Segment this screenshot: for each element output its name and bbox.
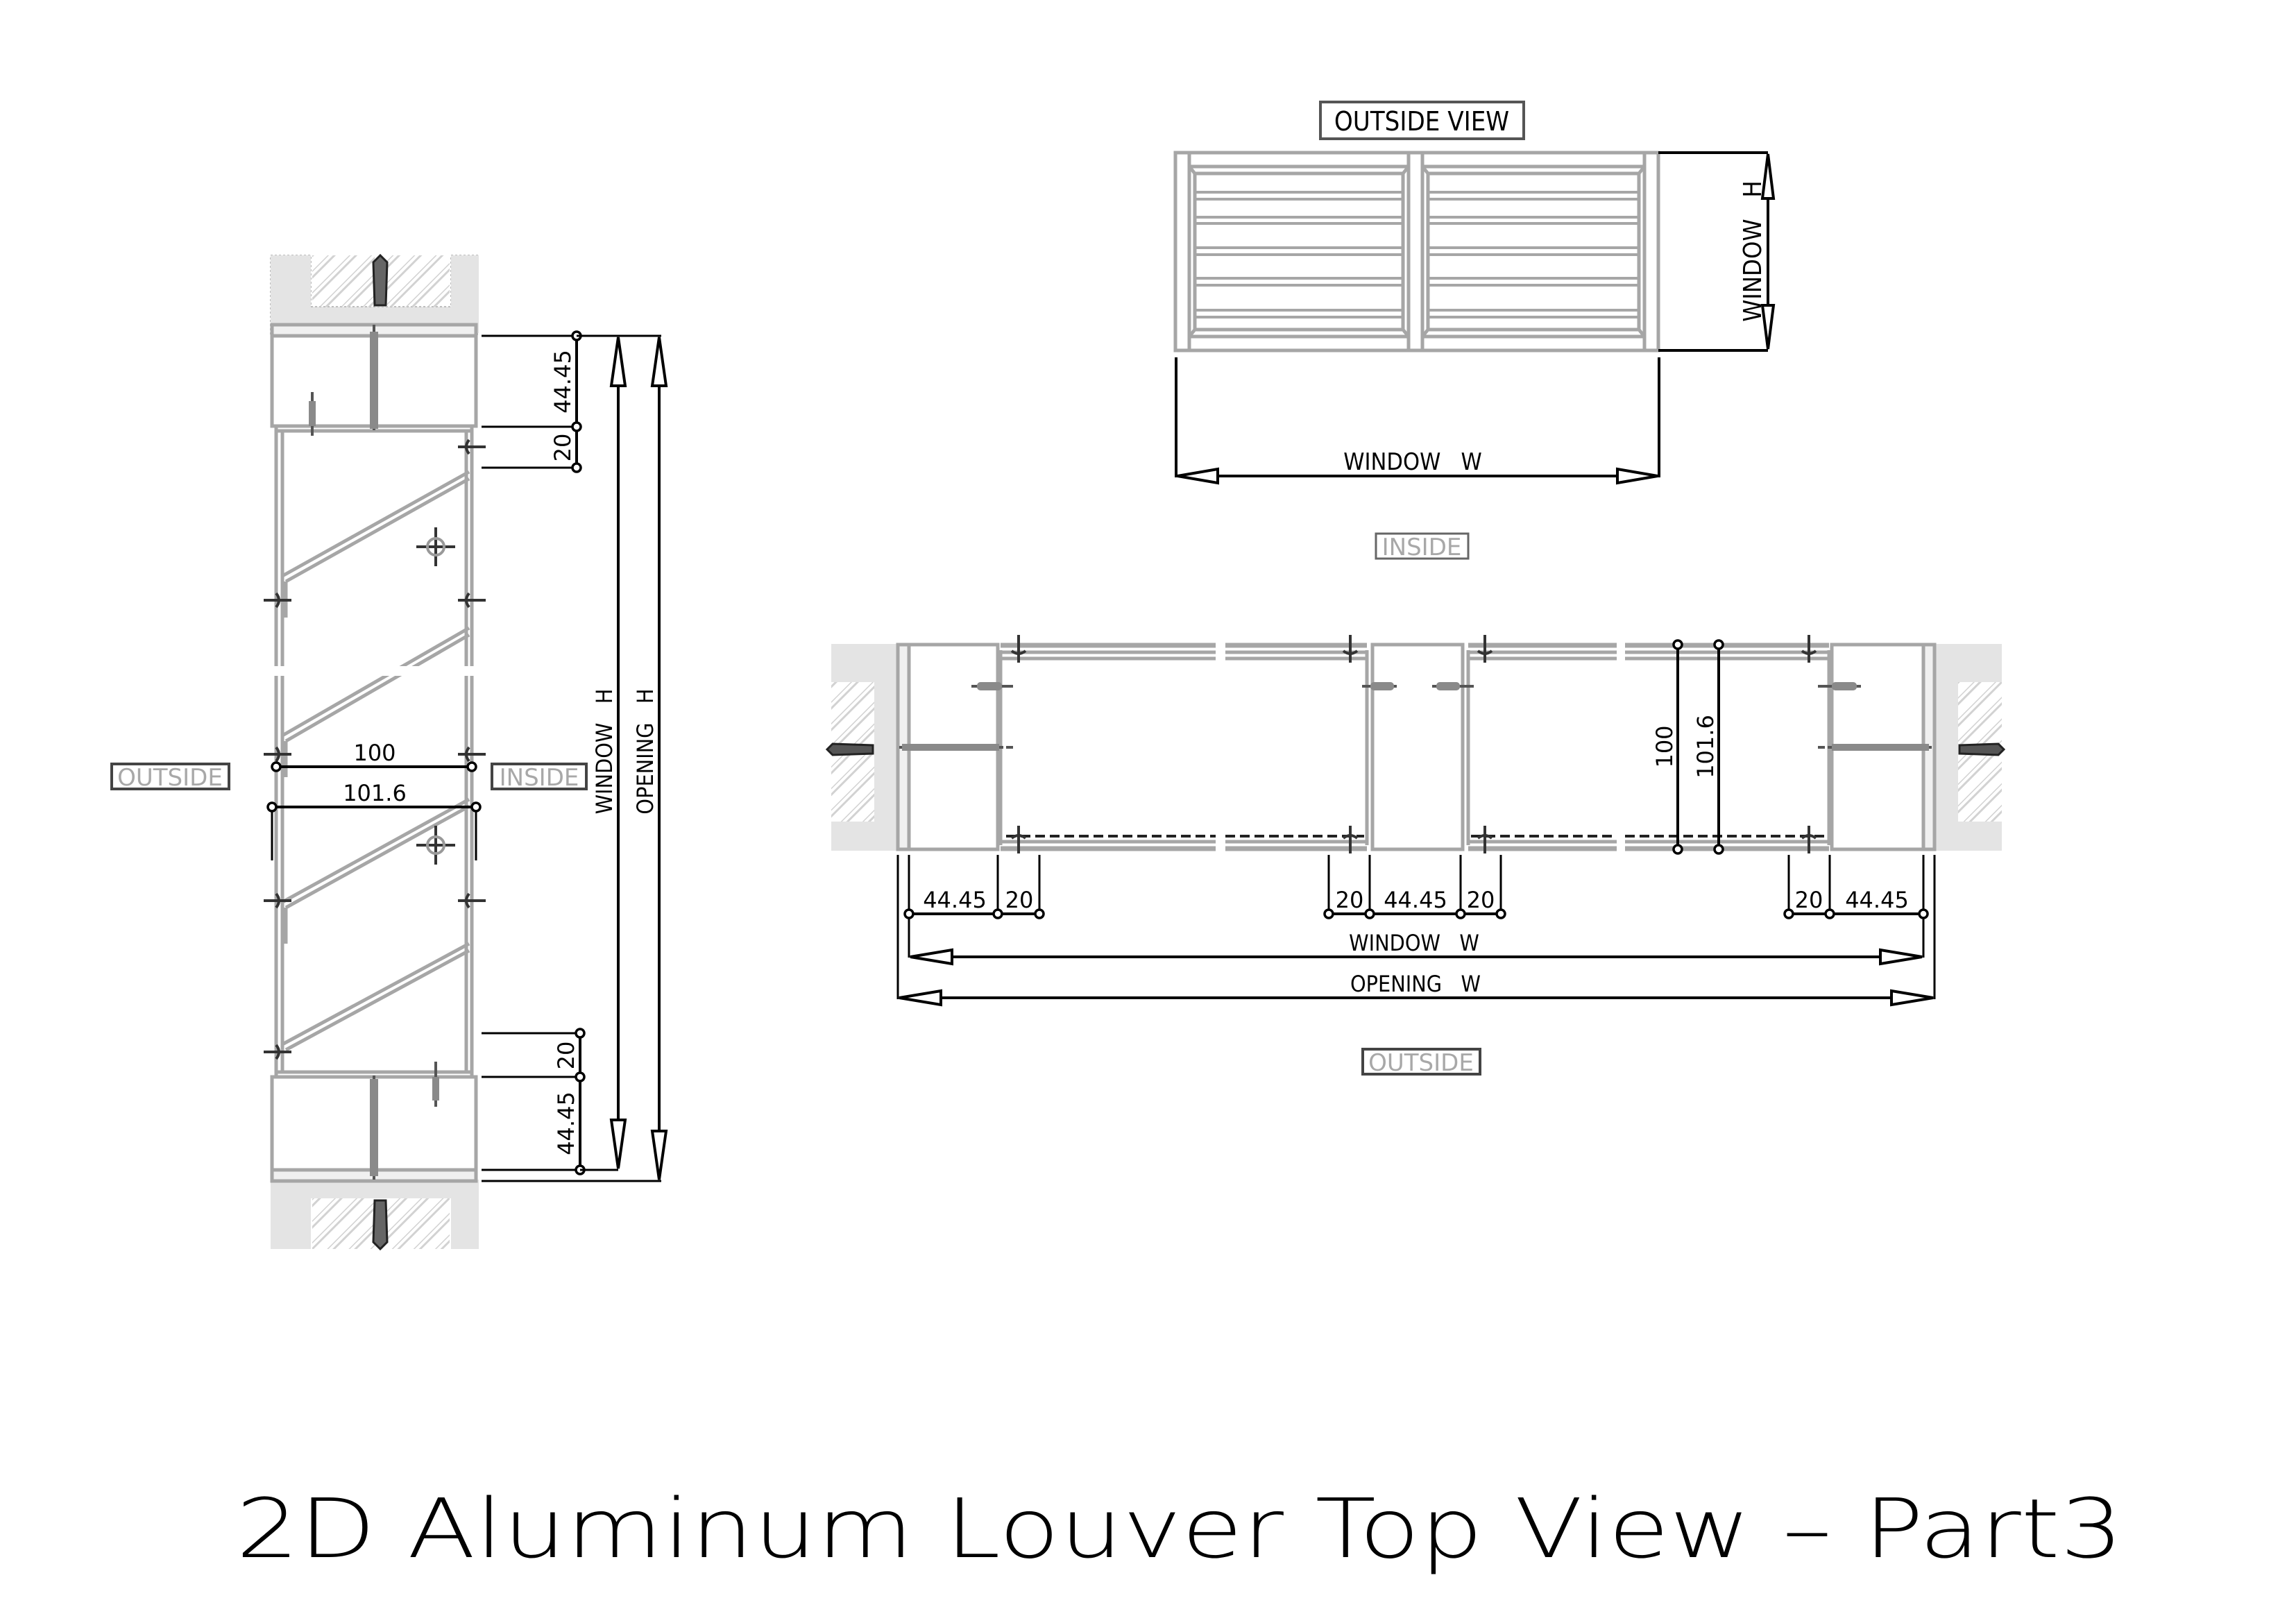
outside-view-height-dimension: WINDOW H bbox=[1658, 151, 1776, 352]
outside-view-width-dimension: WINDOW W bbox=[1175, 357, 1660, 485]
h-depth-dim-100: 100 bbox=[1651, 725, 1678, 767]
h-right-dim-44-45: 44.45 bbox=[1845, 887, 1909, 913]
outside-label-left: OUTSIDE bbox=[117, 764, 223, 792]
outside-label-box-bottom bbox=[1361, 1048, 1481, 1076]
wall-right bbox=[1934, 644, 2006, 851]
depth-dim-101-6: 101.6 bbox=[343, 780, 407, 806]
outside-label-box-left bbox=[110, 763, 230, 790]
outside-view-label: OUTSIDE VIEW bbox=[1334, 106, 1509, 137]
page-title: 2D Aluminum Louver Top View – Part3 bbox=[236, 1481, 2123, 1577]
vertical-depth-dimensions: 100 101.6 bbox=[266, 740, 482, 860]
depth-dim-100: 100 bbox=[353, 740, 396, 766]
vertical-bottom-dimensions: 20 44.45 bbox=[482, 1028, 586, 1175]
horizontal-depth-dimensions: 100 101.6 bbox=[1651, 639, 1724, 855]
section-break bbox=[267, 666, 482, 676]
inside-label-top: INSIDE bbox=[1382, 534, 1462, 561]
outside-view-label-box bbox=[1319, 101, 1525, 140]
top-dim-20: 20 bbox=[550, 434, 576, 462]
outside-view-elevation: OUTSIDE VIEW bbox=[1173, 101, 1776, 561]
outside-view-width-label: WINDOW W bbox=[1343, 448, 1481, 476]
section-break-left bbox=[1216, 635, 1225, 857]
inside-label-box-top bbox=[1375, 532, 1470, 560]
h-left-dim-20: 20 bbox=[1005, 887, 1034, 913]
window-h-label: WINDOW H bbox=[591, 689, 618, 815]
h-mullion-dim-20-left: 20 bbox=[1336, 887, 1364, 913]
bottom-dim-20: 20 bbox=[553, 1042, 579, 1070]
window-w-label: WINDOW W bbox=[1349, 930, 1479, 956]
louver-elevation-frame bbox=[1173, 151, 1660, 352]
opening-h-label: OPENING H bbox=[632, 688, 658, 814]
h-mullion-dim-44-45: 44.45 bbox=[1384, 887, 1447, 913]
h-depth-dim-101-6: 101.6 bbox=[1692, 715, 1719, 779]
screw-bodies bbox=[902, 682, 1929, 751]
inside-label-box-left bbox=[491, 763, 588, 790]
vertical-section: 100 101.6 OUTSIDE INSIDE 44.45 20 bbox=[110, 253, 668, 1251]
outside-label-bottom: OUTSIDE bbox=[1368, 1049, 1474, 1077]
outside-view-height-label: WINDOW H bbox=[1739, 180, 1767, 321]
inside-label-left: INSIDE bbox=[500, 764, 579, 792]
fixing-screws bbox=[264, 325, 486, 1180]
wall-bottom bbox=[271, 1180, 479, 1251]
horizontal-frame-profile bbox=[896, 643, 1937, 851]
vertical-top-dimensions: 44.45 20 bbox=[482, 330, 582, 473]
bottom-dim-44-45: 44.45 bbox=[553, 1091, 579, 1155]
horizontal-fasteners bbox=[899, 635, 1934, 853]
horizontal-overall-dimensions: WINDOW W OPENING W bbox=[899, 930, 1934, 1007]
wall-left bbox=[825, 644, 898, 851]
h-mullion-dim-20-right: 20 bbox=[1467, 887, 1495, 913]
top-dim-44-45: 44.45 bbox=[550, 350, 576, 414]
wall-top bbox=[270, 253, 479, 337]
horizontal-section: 100 101.6 44.45 20 20 44.45 20 bbox=[825, 635, 2006, 1077]
h-right-dim-20: 20 bbox=[1795, 887, 1823, 913]
horizontal-small-dimensions: 44.45 20 20 44.45 20 20 44.45 bbox=[896, 855, 1936, 999]
h-left-dim-44-45: 44.45 bbox=[923, 887, 987, 913]
section-break-right bbox=[1617, 635, 1625, 857]
opening-w-label: OPENING W bbox=[1350, 971, 1481, 997]
vertical-overall-dimensions: WINDOW H OPENING H bbox=[482, 334, 668, 1182]
